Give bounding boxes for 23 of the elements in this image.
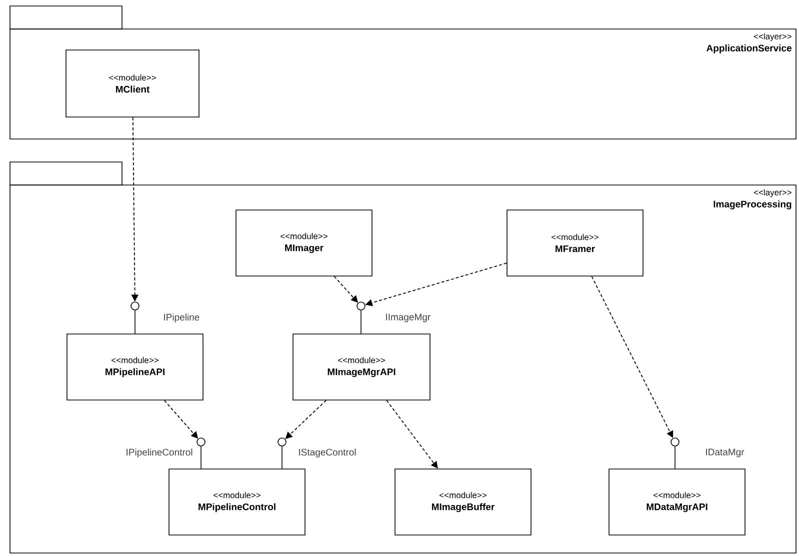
dependency-arrow: [285, 400, 327, 439]
interface-circle: [130, 302, 140, 310]
interface-label: IDataMgr: [706, 448, 744, 458]
module-box: <<module>> MImager: [236, 210, 372, 276]
module-box: <<module>> MPipelineAPI: [66, 334, 204, 400]
interface-line: [134, 310, 136, 334]
interface-line: [360, 310, 362, 334]
module-box: <<module>> MImageBuffer: [394, 468, 532, 536]
interface-circle: [356, 302, 366, 310]
interface-circle: [196, 438, 206, 446]
interface-label: IPipeline: [164, 314, 200, 322]
interface-label: IImageMgr: [386, 314, 430, 322]
interface-line: [200, 446, 202, 469]
interface-label: IPipelineControl: [126, 448, 192, 458]
interface-line: [674, 446, 676, 469]
module-box: <<module>> MPipelineControl: [168, 468, 306, 536]
module-box: <<module>> MImageMgrAPI: [292, 334, 430, 400]
interface-circle: [278, 438, 286, 446]
module-box: <<module>> MClient: [66, 50, 200, 118]
module-box: <<module>> MFramer: [506, 210, 644, 276]
module-box: <<module>> MDataMgrAPI: [608, 468, 746, 536]
interface-label: IStageControl: [299, 448, 356, 458]
interface-circle: [670, 438, 680, 446]
